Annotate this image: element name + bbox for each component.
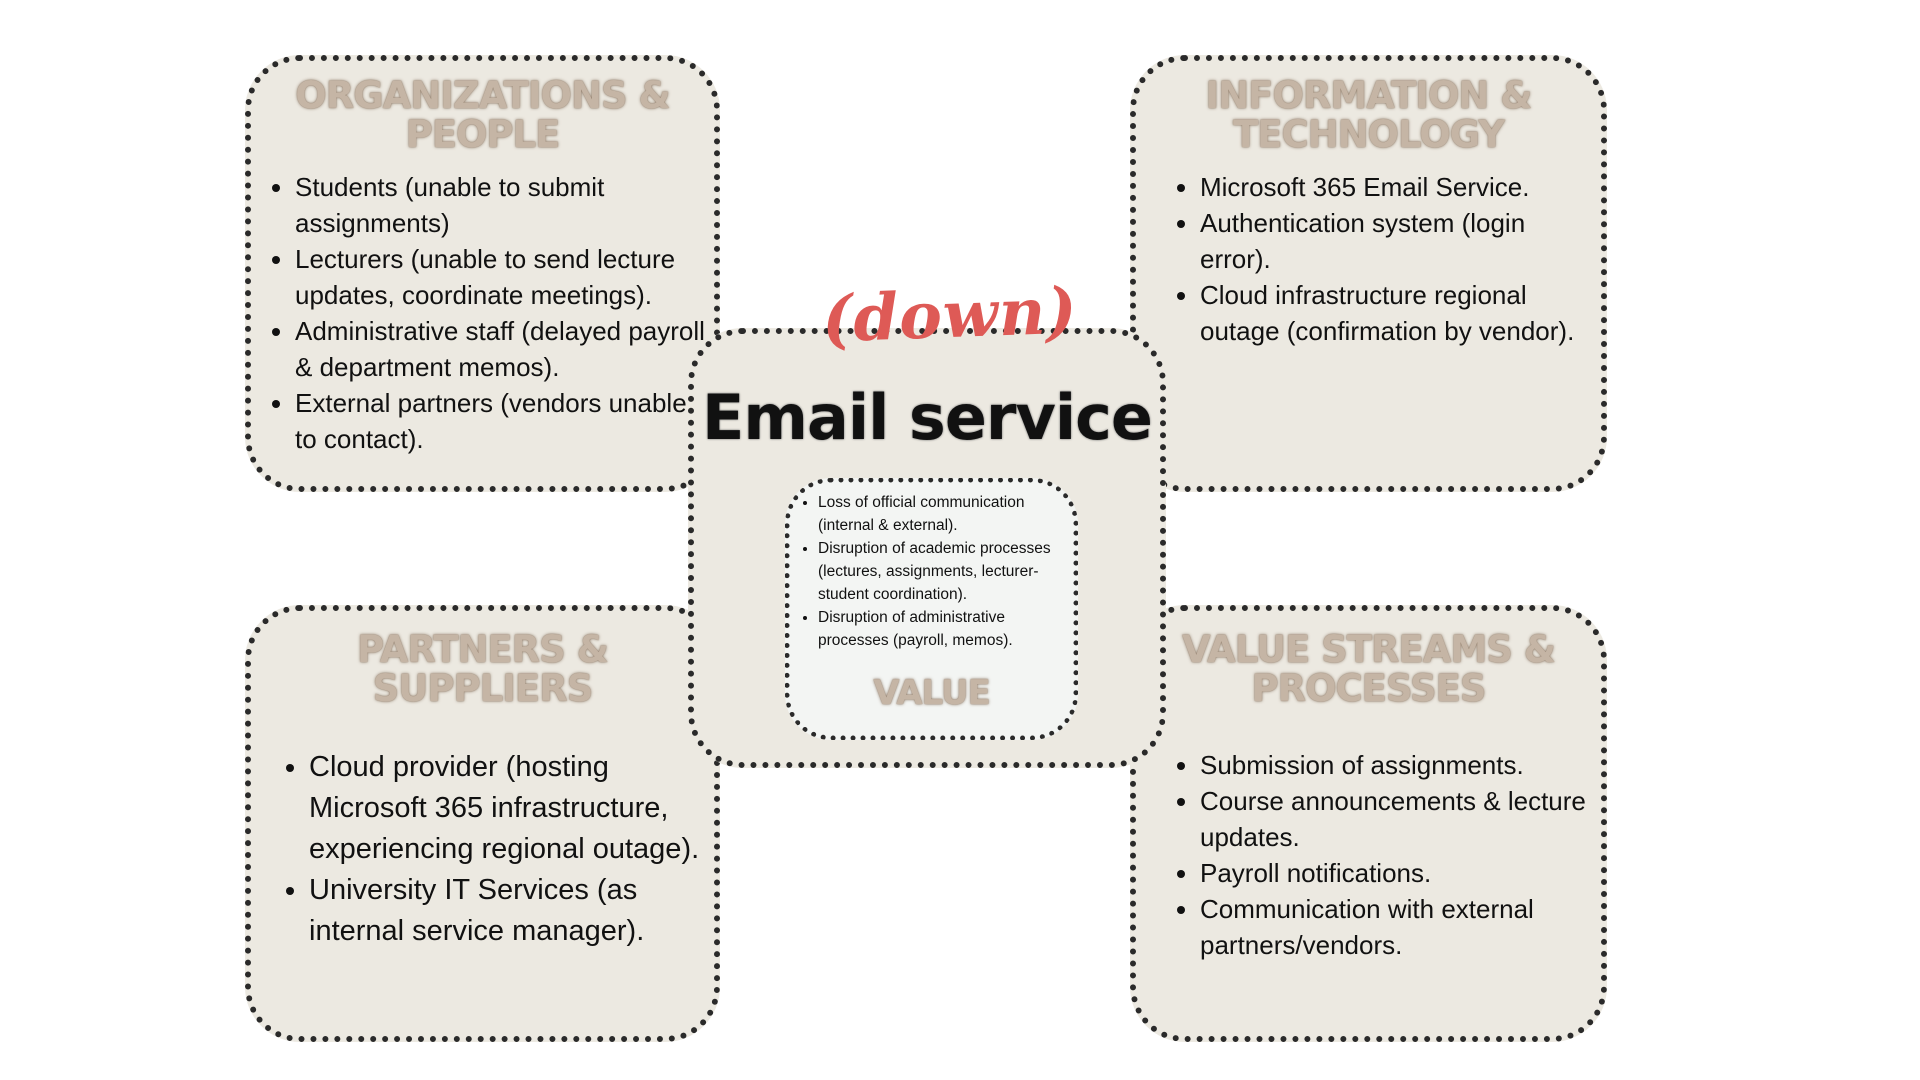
information-technology-list: Microsoft 365 Email Service. Authenticat… (1156, 169, 1601, 349)
title-line-1: ORGANIZATIONS & (295, 74, 670, 117)
value-streams-processes-card: VALUE STREAMS & PROCESSES Submission of … (1130, 605, 1607, 1042)
title-line-2: PEOPLE (405, 112, 561, 156)
value-streams-processes-list: Submission of assignments. Course announ… (1156, 747, 1601, 963)
partners-suppliers-card: PARTNERS & SUPPLIERS Cloud provider (hos… (245, 605, 720, 1042)
title-line-1: INFORMATION & (1205, 74, 1532, 117)
list-item: Loss of official communication (internal… (818, 491, 1073, 537)
list-item: Disruption of administrative processes (… (818, 606, 1073, 652)
list-item: Communication with external partners/ven… (1200, 891, 1601, 963)
value-list: Loss of official communication (internal… (790, 491, 1073, 652)
email-service-title: Email service (702, 381, 1153, 454)
organizations-people-card: ORGANIZATIONS & PEOPLE Students (unable … (245, 55, 720, 492)
title-line-2: PROCESSES (1251, 666, 1486, 710)
title-line-1: PARTNERS & (357, 628, 609, 671)
list-item: Cloud provider (hosting Microsoft 365 in… (309, 747, 714, 870)
list-item: Cloud infrastructure regional outage (co… (1200, 277, 1601, 349)
list-item: Submission of assignments. (1200, 747, 1601, 783)
information-technology-card: INFORMATION & TECHNOLOGY Microsoft 365 E… (1130, 55, 1607, 492)
list-item: Microsoft 365 Email Service. (1200, 169, 1601, 205)
value-title: VALUE (873, 673, 991, 713)
list-item: Students (unable to submit assignments) (295, 169, 714, 241)
information-technology-title: INFORMATION & TECHNOLOGY (1136, 74, 1601, 156)
partners-suppliers-title: PARTNERS & SUPPLIERS (251, 628, 714, 710)
list-item: Payroll notifications. (1200, 855, 1601, 891)
status-down-label: (down) (820, 273, 1079, 358)
list-item: University IT Services (as internal serv… (309, 870, 714, 952)
list-item: Authentication system (login error). (1200, 205, 1601, 277)
title-line-2: SUPPLIERS (372, 666, 594, 710)
value-streams-processes-title: VALUE STREAMS & PROCESSES (1136, 628, 1601, 710)
list-item: Administrative staff (delayed payroll & … (295, 313, 714, 385)
title-line-1: VALUE STREAMS & (1181, 628, 1556, 671)
list-item: Lecturers (unable to send lecture update… (295, 241, 714, 313)
list-item: Course announcements & lecture updates. (1200, 783, 1601, 855)
list-item: Disruption of academic processes (lectur… (818, 537, 1073, 606)
partners-suppliers-list: Cloud provider (hosting Microsoft 365 in… (265, 747, 714, 952)
value-box: Loss of official communication (internal… (785, 478, 1078, 740)
title-line-2: TECHNOLOGY (1232, 112, 1505, 156)
email-service-card: Email service Loss of official communica… (688, 328, 1166, 768)
list-item: External partners (vendors unable to con… (295, 385, 714, 457)
organizations-people-list: Students (unable to submit assignments) … (251, 169, 714, 457)
organizations-people-title: ORGANIZATIONS & PEOPLE (251, 74, 714, 156)
